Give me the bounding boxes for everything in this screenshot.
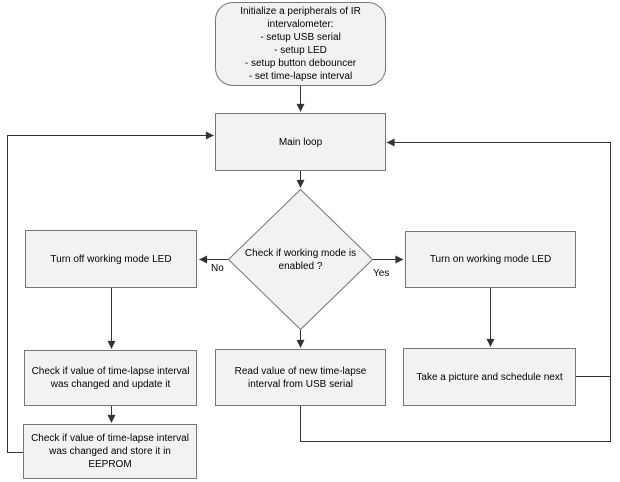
node-read-interval-label: Read value of new time-lapse interval fr… bbox=[234, 365, 367, 390]
node-turn-on-led: Turn on working mode LED bbox=[405, 231, 576, 288]
node-initialize-peripherals: Initialize a peripherals of IR intervalo… bbox=[215, 2, 386, 86]
edge-eeprom-to-mainloop bbox=[7, 131, 214, 453]
node-decision-working-mode: Check if working mode is enabled ? bbox=[228, 189, 373, 330]
decision-shape-group bbox=[227, 188, 374, 331]
node-turn-off-led: Turn off working mode LED bbox=[25, 230, 197, 288]
node-turn-on-led-label: Turn on working mode LED bbox=[429, 254, 552, 265]
node-store-eeprom: Check if value of time-lapse interval wa… bbox=[23, 424, 197, 479]
edge-readvalue-to-loopback bbox=[300, 376, 611, 442]
node-take-picture-label: Take a picture and schedule next bbox=[416, 371, 563, 383]
node-check-update-interval: Check if value of time-lapse interval wa… bbox=[24, 350, 197, 406]
decision-diamond-shape bbox=[227, 188, 374, 331]
node-main-loop: Main loop bbox=[215, 113, 386, 171]
node-check-update-interval-label: Check if value of time-lapse interval wa… bbox=[31, 366, 190, 390]
node-read-interval: Read value of new time-lapse interval fr… bbox=[215, 349, 386, 406]
edge-takepicture-to-mainloop bbox=[386, 138, 611, 377]
node-store-eeprom-label: Check if value of time-lapse interval wa… bbox=[31, 433, 189, 470]
node-turn-off-led-label: Turn off working mode LED bbox=[50, 253, 172, 265]
node-initialize-peripherals-label: Initialize a peripherals of IR intervalo… bbox=[240, 6, 361, 82]
edge-label-yes: Yes bbox=[373, 268, 390, 279]
edge-group bbox=[7, 86, 611, 453]
node-take-picture: Take a picture and schedule next bbox=[403, 348, 576, 406]
edge-label-no: No bbox=[211, 263, 224, 274]
node-main-loop-label: Main loop bbox=[278, 136, 323, 148]
node-decision-working-mode-label: Check if working mode is enabled ? bbox=[244, 247, 357, 272]
